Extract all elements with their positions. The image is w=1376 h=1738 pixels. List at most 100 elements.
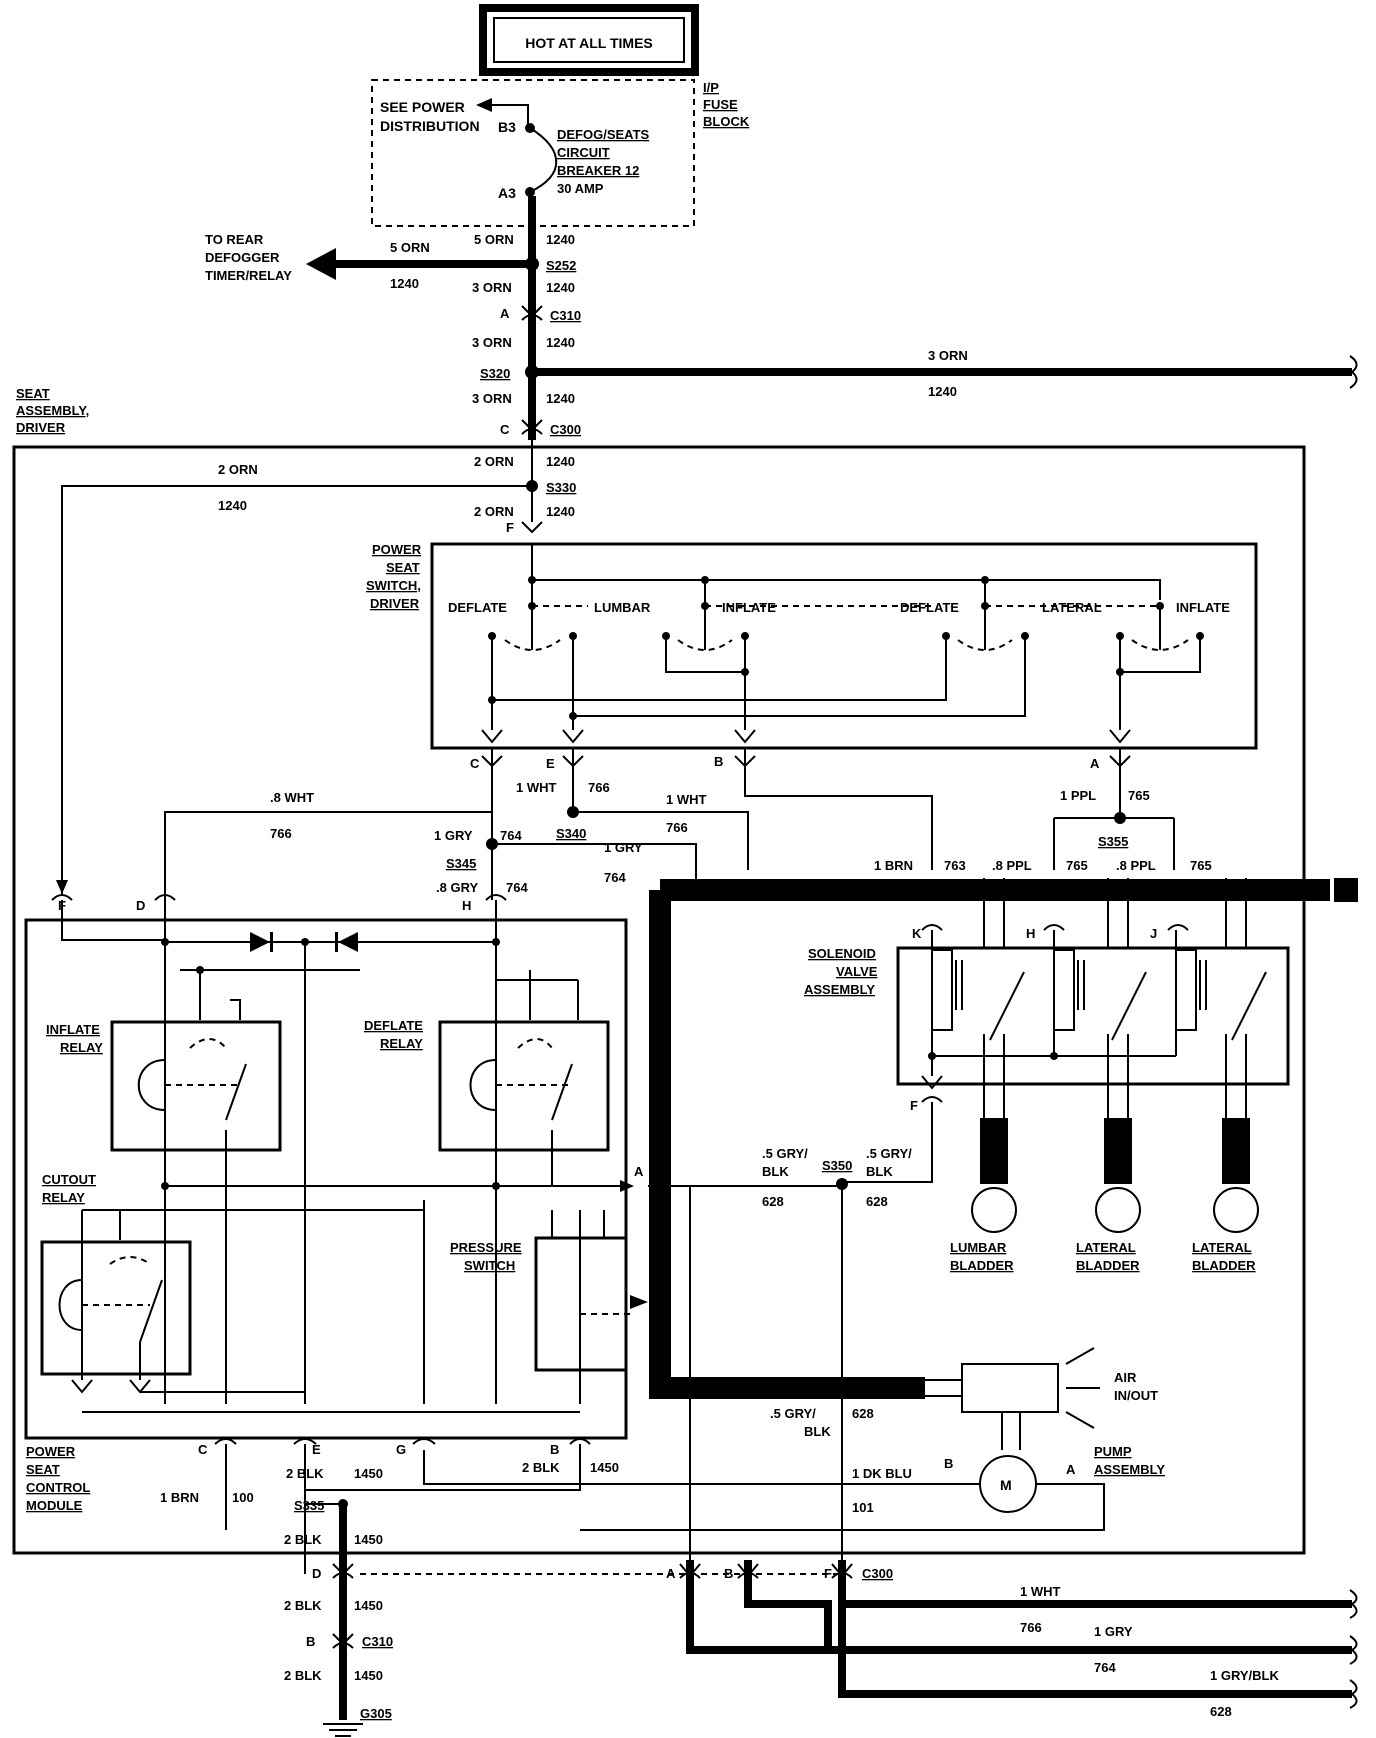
wire-blk-label-3: BLK xyxy=(804,1424,831,1439)
solenoid-label-1: SOLENOID xyxy=(808,946,876,961)
wire-8ppl-label: .8 PPL xyxy=(992,858,1032,873)
out-wire-wht: 1 WHT xyxy=(1020,1584,1061,1599)
pin-e-switch: E xyxy=(546,756,555,771)
circuit-1240-label-3: 1240 xyxy=(546,335,575,350)
diode-icon xyxy=(250,932,270,952)
pin-f-solenoid: F xyxy=(910,1098,918,1113)
pressure-switch-label: PRESSURE xyxy=(450,1240,522,1255)
pin-f-c300: F xyxy=(824,1566,832,1581)
splice-s330: S330 xyxy=(546,480,576,495)
distribution-label: DISTRIBUTION xyxy=(380,118,480,134)
circuit-764-label: 764 xyxy=(500,828,522,843)
wire-1brn-label: 1 BRN xyxy=(874,858,913,873)
splice-s340: S340 xyxy=(556,826,586,841)
pin-e-module: E xyxy=(312,1442,321,1457)
lateral-deflate-label: DEFLATE xyxy=(900,600,959,615)
seat-assembly-label-3: DRIVER xyxy=(16,420,66,435)
circuit-1240-label-6: 1240 xyxy=(546,504,575,519)
wire-blk-label-2: BLK xyxy=(866,1164,893,1179)
circuit-1240-label-4: 1240 xyxy=(546,391,575,406)
pump-label-2: ASSEMBLY xyxy=(1094,1462,1165,1477)
circuit-628-label-3: 628 xyxy=(852,1406,874,1421)
pin-h-module: H xyxy=(462,898,471,913)
pin-d-module: D xyxy=(136,898,145,913)
breaker-name-2: CIRCUIT xyxy=(557,145,610,160)
out-circuit-766: 766 xyxy=(1020,1620,1042,1635)
out-wire-gryblk: 1 GRY/BLK xyxy=(1210,1668,1279,1683)
pin-b-c310: B xyxy=(306,1634,315,1649)
fuse-block: SEE POWER DISTRIBUTION B3 A3 DEFOG/SEATS… xyxy=(371,79,750,227)
wire-1wht-label-2: 1 WHT xyxy=(666,792,707,807)
circuit-765-label-2: 765 xyxy=(1066,858,1088,873)
splice-s355: S355 xyxy=(1098,834,1128,849)
wire-5gryblk-label-2: .5 GRY/ xyxy=(866,1146,912,1161)
connector-c300-bottom: C300 xyxy=(862,1566,893,1581)
module-label-3: CONTROL xyxy=(26,1480,90,1495)
out-circuit-628: 628 xyxy=(1210,1704,1232,1719)
circuit-1450-label: 1450 xyxy=(354,1466,383,1481)
inflate-relay-label-2: RELAY xyxy=(60,1040,103,1055)
lateral-bladder-label-4: BLADDER xyxy=(1192,1258,1256,1273)
wire-1dkblu-label: 1 DK BLU xyxy=(852,1466,912,1481)
wire-1gry-label-2: 1 GRY xyxy=(604,840,643,855)
pin-b-module: B xyxy=(550,1442,559,1457)
page-title: HOT AT ALL TIMES xyxy=(525,35,653,51)
splice-s335: S335 xyxy=(294,1498,324,1513)
circuit-1450-label-5: 1450 xyxy=(354,1668,383,1683)
lumbar-label: LUMBAR xyxy=(594,600,651,615)
pin-c-module: C xyxy=(198,1442,208,1457)
circuit-766-label: 766 xyxy=(270,826,292,841)
pump-label: PUMP xyxy=(1094,1444,1132,1459)
circuit-100-label: 100 xyxy=(232,1490,254,1505)
circuit-628-label: 628 xyxy=(762,1194,784,1209)
pin-a3: A3 xyxy=(498,185,516,201)
cutout-relay-label-2: RELAY xyxy=(42,1190,85,1205)
circuit-1240-label: 1240 xyxy=(546,232,575,247)
rear-defog-label-3: TIMER/RELAY xyxy=(205,268,292,283)
rear-defog-circuit: 1240 xyxy=(390,276,419,291)
connector-c300: C300 xyxy=(550,422,581,437)
harness xyxy=(649,878,1358,1399)
wire-2blk-label-4: 2 BLK xyxy=(284,1598,322,1613)
connector-c310-bottom: C310 xyxy=(362,1634,393,1649)
ground-g305: G305 xyxy=(360,1706,392,1721)
rear-defogger-branch: TO REAR DEFOGGER TIMER/RELAY 5 ORN 1240 xyxy=(205,232,532,291)
solenoid-coil-icon-2 xyxy=(1054,949,1075,1031)
relay-coil-icon-2 xyxy=(469,1059,497,1111)
solenoid-valve-assembly: SOLENOID VALVE ASSEMBLY K H J F xyxy=(804,878,1290,1273)
wire-2orn-label: 2 ORN xyxy=(474,454,514,469)
rear-defog-label-2: DEFOGGER xyxy=(205,250,280,265)
seat-assembly-label-1: SEAT xyxy=(16,386,50,401)
wire-1wht-label: 1 WHT xyxy=(516,780,557,795)
diode-icon-2 xyxy=(338,932,358,952)
pump-section: .5 GRY/ BLK S350 .5 GRY/ BLK 628 628 A A… xyxy=(423,1146,1165,1560)
module-label-2: SEAT xyxy=(26,1462,60,1477)
switch-label-1: POWER xyxy=(372,542,422,557)
module-label-1: POWER xyxy=(26,1444,76,1459)
circuit-1450-label-2: 1450 xyxy=(590,1460,619,1475)
seat-assembly-box xyxy=(12,445,1306,1555)
air-label-2: IN/OUT xyxy=(1114,1388,1158,1403)
circuit-764-label-3: 764 xyxy=(506,880,528,895)
pin-j-solenoid: J xyxy=(1150,926,1157,941)
wire-3orn-label: 3 ORN xyxy=(472,280,512,295)
arrow-left-icon xyxy=(306,248,336,280)
wire-2blk-label-5: 2 BLK xyxy=(284,1668,322,1683)
relay-coil-icon-3 xyxy=(58,1279,83,1331)
rear-defog-label-1: TO REAR xyxy=(205,232,264,247)
circuit-1450-label-4: 1450 xyxy=(354,1598,383,1613)
circuit-breaker-icon xyxy=(529,127,558,193)
wire-3orn-right: 3 ORN xyxy=(928,348,968,363)
pin-k-solenoid: K xyxy=(912,926,922,941)
circuit-765-label-3: 765 xyxy=(1190,858,1212,873)
out-wire-gry: 1 GRY xyxy=(1094,1624,1133,1639)
lumbar-bladder-label: LUMBAR xyxy=(950,1240,1007,1255)
wire-2blk-label: 2 BLK xyxy=(286,1466,324,1481)
circuit-763-label: 763 xyxy=(944,858,966,873)
air-label: AIR xyxy=(1114,1370,1137,1385)
c300-outputs: A B F C300 1 WHT 766 1 GRY 764 1 GRY/BLK… xyxy=(666,1560,1358,1719)
ground-section: 1 BRN 100 2 BLK 1450 2 BLK 1450 S335 2 B… xyxy=(160,1444,840,1737)
relay-coil-icon xyxy=(137,1059,166,1111)
switch-label-3: SWITCH, xyxy=(366,578,421,593)
